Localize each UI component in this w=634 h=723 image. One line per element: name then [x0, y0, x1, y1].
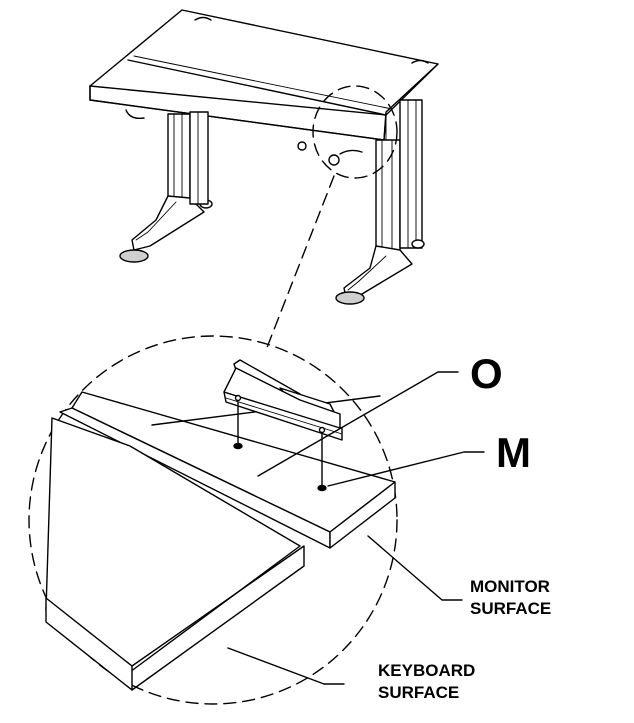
leader-keyboard: [227, 647, 345, 685]
leader-monitor: [367, 535, 463, 601]
label-keyboard-surface: KEYBOARD SURFACE: [378, 661, 475, 703]
detail-leader: [265, 175, 335, 351]
detail-circle-large: [28, 335, 398, 705]
keyboard-surface-top: [45, 417, 301, 673]
desk-leg-left: [119, 109, 213, 263]
grommet-right: [411, 59, 429, 64]
screw-left: [233, 401, 243, 450]
desk-top-split-2: [133, 55, 393, 110]
desk-overview: [89, 9, 439, 305]
desk-top-front-face: [89, 85, 387, 141]
label-monitor-line1: MONITOR: [470, 577, 550, 596]
label-monitor-line2: SURFACE: [470, 599, 552, 618]
label-keyboard-line2: SURFACE: [378, 683, 460, 702]
enlarged-detail: [45, 359, 485, 691]
bracket-o: [223, 359, 343, 441]
label-part-m: M: [496, 429, 531, 476]
detail-circle-small: [312, 85, 398, 179]
leader-m: [327, 451, 485, 487]
screw-right: [317, 433, 327, 492]
label-part-o: O: [470, 350, 503, 397]
label-monitor-surface: MONITOR SURFACE: [470, 577, 551, 619]
leader-o: [257, 371, 459, 477]
monitor-surface-side: [329, 481, 396, 549]
grommet-left: [194, 16, 212, 21]
desk-top-split: [127, 59, 387, 116]
label-keyboard-line1: KEYBOARD: [378, 661, 476, 680]
keyboard-surface-edge: [131, 545, 305, 691]
